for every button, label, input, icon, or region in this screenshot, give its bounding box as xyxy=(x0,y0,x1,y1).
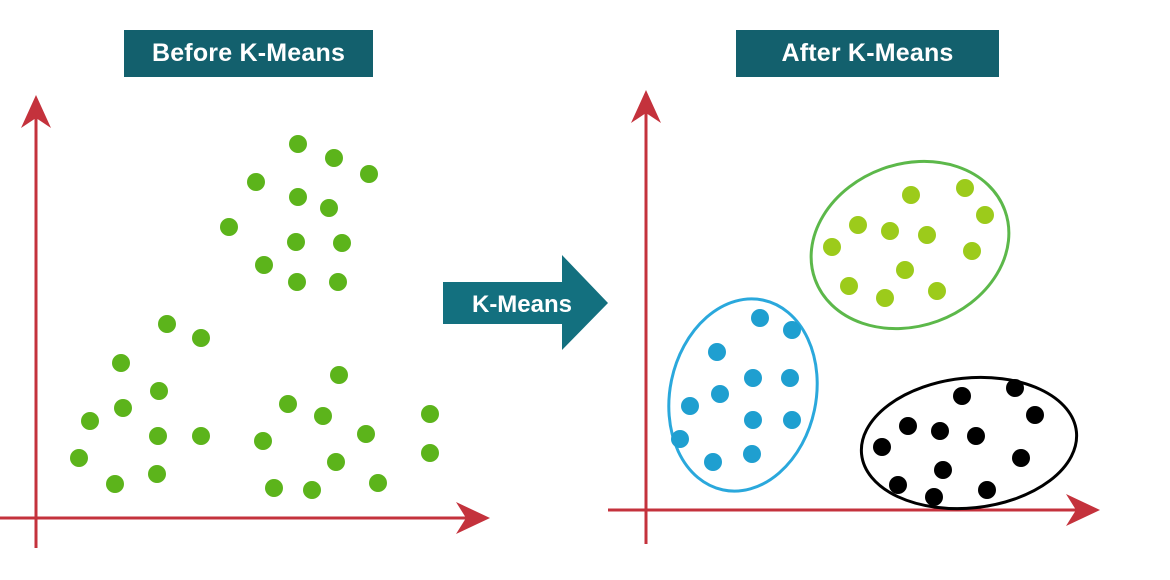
data-point xyxy=(329,273,347,291)
data-point xyxy=(357,425,375,443)
cluster-black-point xyxy=(1006,379,1024,397)
data-point xyxy=(330,366,348,384)
data-point xyxy=(247,173,265,191)
cluster-blue-point xyxy=(743,445,761,463)
unclustered-points xyxy=(70,135,439,499)
cluster-black-point xyxy=(1012,449,1030,467)
data-point xyxy=(192,329,210,347)
cluster-green-point xyxy=(976,206,994,224)
right-x-axis-arrowhead xyxy=(1066,494,1100,526)
cluster-blue-point xyxy=(783,321,801,339)
kmeans-arrow: K-Means xyxy=(443,255,608,350)
cluster-blue-point xyxy=(751,309,769,327)
data-point xyxy=(333,234,351,252)
data-point xyxy=(289,188,307,206)
cluster-green-point xyxy=(956,179,974,197)
data-point xyxy=(255,256,273,274)
data-point xyxy=(421,405,439,423)
left-x-axis-arrowhead xyxy=(456,502,490,534)
cluster-blue-point xyxy=(744,411,762,429)
cluster-black-point xyxy=(978,481,996,499)
data-point xyxy=(112,354,130,372)
data-point xyxy=(314,407,332,425)
cluster-blue-point xyxy=(744,369,762,387)
data-point xyxy=(81,412,99,430)
data-point xyxy=(369,474,387,492)
data-point xyxy=(421,444,439,462)
cluster-black-point xyxy=(931,422,949,440)
cluster-green-point xyxy=(902,186,920,204)
cluster-black-point xyxy=(899,417,917,435)
cluster-green-point xyxy=(823,238,841,256)
cluster-black-point xyxy=(934,461,952,479)
cluster-black-outline xyxy=(859,375,1079,511)
cluster-blue-points xyxy=(671,309,801,471)
cluster-blue-point xyxy=(708,343,726,361)
after-kmeans-title: After K-Means xyxy=(736,30,999,77)
data-point xyxy=(106,475,124,493)
before-kmeans-title: Before K-Means xyxy=(124,30,373,77)
data-point xyxy=(287,233,305,251)
cluster-black-point xyxy=(889,476,907,494)
data-point xyxy=(149,427,167,445)
cluster-black-point xyxy=(967,427,985,445)
cluster-green-point xyxy=(918,226,936,244)
cluster-black-point xyxy=(873,438,891,456)
kmeans-arrow-label: K-Means xyxy=(472,291,572,318)
data-point xyxy=(192,427,210,445)
data-point xyxy=(279,395,297,413)
cluster-green-outline xyxy=(809,159,1011,331)
data-point xyxy=(325,149,343,167)
data-point xyxy=(289,135,307,153)
cluster-green-point xyxy=(928,282,946,300)
cluster-blue-point xyxy=(704,453,722,471)
data-point xyxy=(360,165,378,183)
right-y-axis-arrowhead xyxy=(631,90,661,123)
data-point xyxy=(158,315,176,333)
cluster-green-point xyxy=(840,277,858,295)
cluster-blue-point xyxy=(681,397,699,415)
cluster-blue-outline xyxy=(667,297,819,493)
data-point xyxy=(150,382,168,400)
data-point xyxy=(303,481,321,499)
cluster-green-point xyxy=(876,289,894,307)
data-point xyxy=(70,449,88,467)
cluster-blue-point xyxy=(781,369,799,387)
cluster-black-point xyxy=(925,488,943,506)
kmeans-arrow-shape xyxy=(443,255,608,350)
right-axes xyxy=(608,90,1100,544)
data-point xyxy=(327,453,345,471)
cluster-blue-point xyxy=(783,411,801,429)
cluster-outlines xyxy=(667,159,1079,511)
data-point xyxy=(148,465,166,483)
cluster-green-points xyxy=(823,179,994,307)
cluster-blue-point xyxy=(711,385,729,403)
data-point xyxy=(320,199,338,217)
cluster-green-point xyxy=(963,242,981,260)
data-point xyxy=(265,479,283,497)
left-y-axis-arrowhead xyxy=(21,95,51,128)
cluster-green-point xyxy=(881,222,899,240)
cluster-blue-point xyxy=(671,430,689,448)
cluster-green-point xyxy=(849,216,867,234)
cluster-black-point xyxy=(1026,406,1044,424)
data-point xyxy=(254,432,272,450)
data-point xyxy=(288,273,306,291)
data-point xyxy=(220,218,238,236)
cluster-black-point xyxy=(953,387,971,405)
data-point xyxy=(114,399,132,417)
left-axes xyxy=(0,95,490,548)
cluster-black-points xyxy=(873,379,1044,506)
cluster-green-point xyxy=(896,261,914,279)
